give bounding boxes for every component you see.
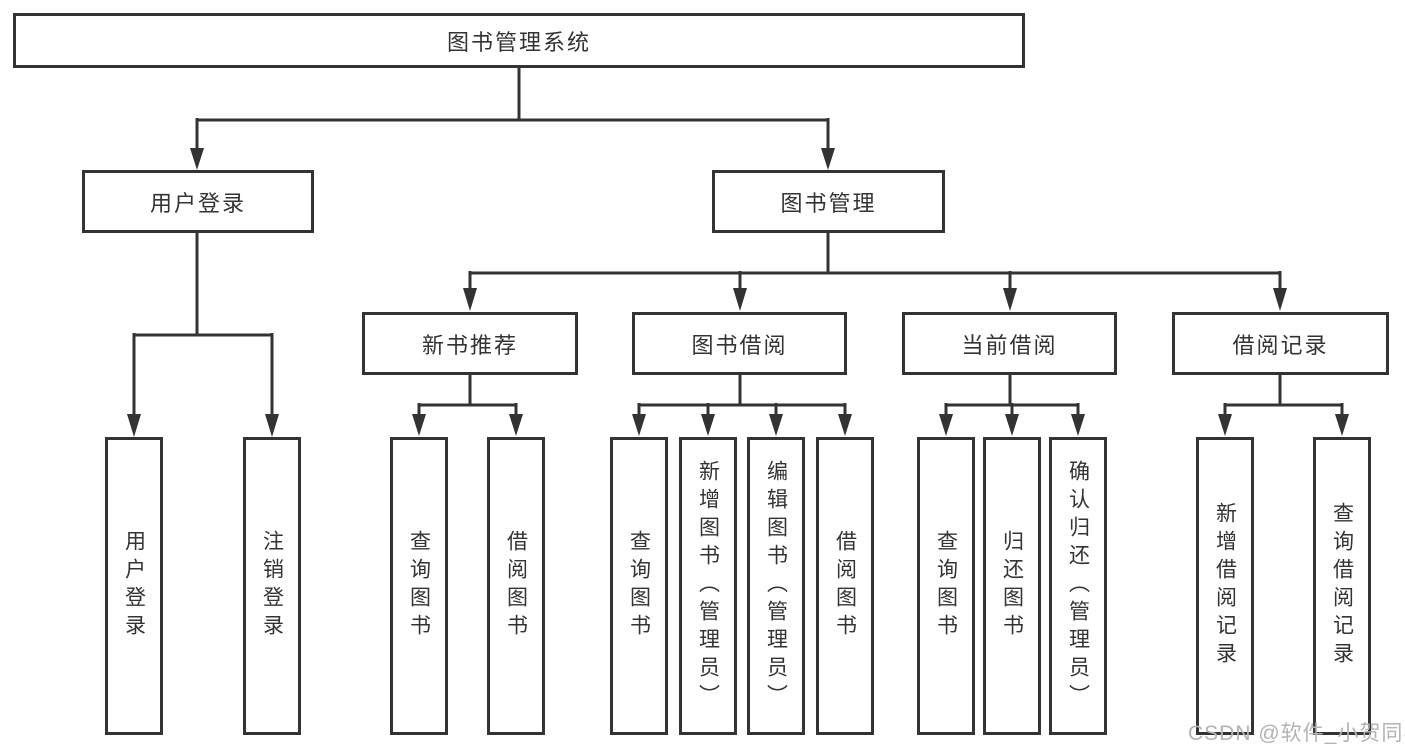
node-label: 查询图书 — [934, 530, 958, 642]
node-label: 用户登录 — [149, 190, 246, 216]
leaf-borrow-books: 借阅图书 — [816, 437, 874, 735]
node-label: 新增借阅记录 — [1213, 502, 1237, 670]
node-label: 查询图书 — [407, 530, 431, 642]
node-label: 注销登录 — [260, 530, 284, 642]
node-user-login: 用户登录 — [82, 170, 314, 233]
leaf-add-borrow-record: 新增借阅记录 — [1196, 437, 1254, 735]
leaf-logout: 注销登录 — [243, 437, 301, 735]
node-book-management: 图书管理 — [712, 170, 945, 233]
node-label: 查询图书 — [627, 530, 651, 642]
node-label: 借阅记录 — [1232, 332, 1329, 358]
node-new-book-recommend: 新书推荐 — [362, 312, 578, 375]
node-label: 图书管理系统 — [446, 29, 591, 55]
node-current-borrowing: 当前借阅 — [902, 312, 1117, 375]
node-label: 借阅图书 — [833, 530, 857, 642]
leaf-query-books-recommend: 查询图书 — [390, 437, 448, 735]
leaf-return-book: 归还图书 — [983, 437, 1041, 735]
node-label: 新增图书（管理员） — [696, 460, 720, 712]
leaf-borrow-books-recommend: 借阅图书 — [487, 437, 545, 735]
node-label: 确认归还（管理员） — [1066, 460, 1090, 712]
node-label: 图书借阅 — [691, 332, 788, 358]
node-borrowing-records: 借阅记录 — [1172, 312, 1389, 375]
watermark: CSDN @软件_小贺同学 — [1188, 722, 1405, 745]
leaf-edit-book-admin: 编辑图书（管理员） — [747, 437, 805, 735]
node-label: 借阅图书 — [504, 530, 528, 642]
node-label: 归还图书 — [1000, 530, 1024, 642]
leaf-query-books-borrowing: 查询图书 — [610, 437, 668, 735]
node-book-borrowing: 图书借阅 — [632, 312, 847, 375]
node-label: 用户登录 — [122, 530, 146, 642]
node-label: 图书管理 — [780, 190, 877, 216]
node-label: 编辑图书（管理员） — [764, 460, 788, 712]
node-root-system: 图书管理系统 — [13, 13, 1025, 68]
leaf-add-book-admin: 新增图书（管理员） — [679, 437, 737, 735]
leaf-query-books-current: 查询图书 — [917, 437, 975, 735]
leaf-confirm-return-admin: 确认归还（管理员） — [1049, 437, 1107, 735]
node-label: 查询借阅记录 — [1330, 502, 1354, 670]
leaf-user-login: 用户登录 — [105, 437, 163, 735]
node-label: 当前借阅 — [961, 332, 1058, 358]
leaf-query-borrow-record: 查询借阅记录 — [1313, 437, 1371, 735]
node-label: 新书推荐 — [421, 332, 518, 358]
